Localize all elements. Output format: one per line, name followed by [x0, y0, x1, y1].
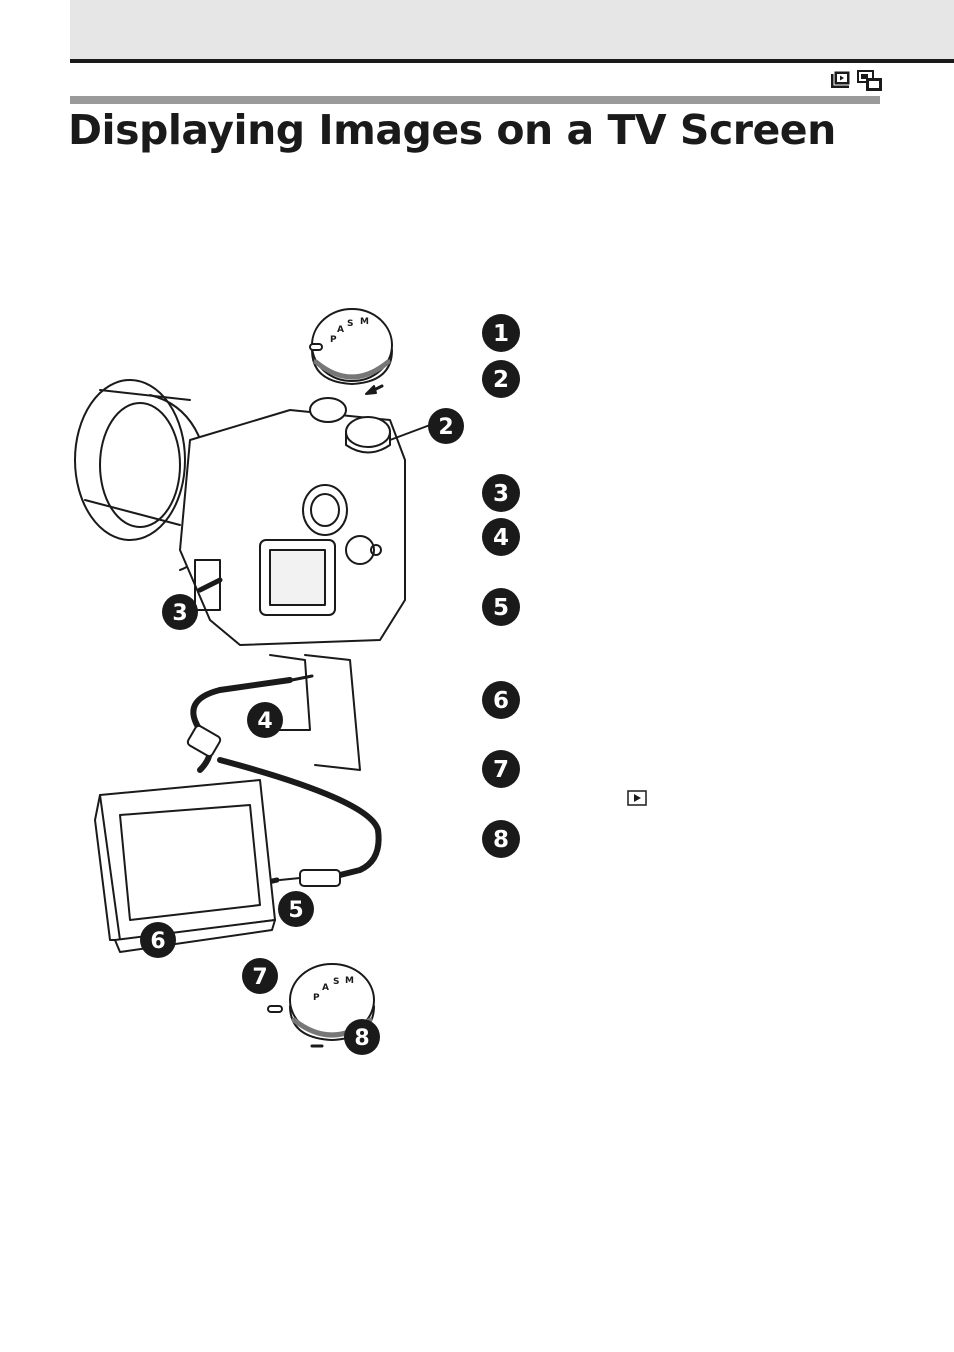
dial-label-s: S: [347, 319, 353, 329]
step-number: 2: [493, 367, 509, 393]
camera-lens: [74, 379, 211, 571]
camera-body: [179, 397, 431, 646]
dial-label-p-bottom: P: [313, 993, 320, 1003]
step-number: 6: [493, 688, 509, 714]
step-badge-4: 4: [482, 518, 520, 556]
step-number: 7: [493, 757, 509, 783]
header-rule: [70, 59, 954, 63]
dial-label-p: P: [330, 335, 337, 345]
av-cable: [186, 654, 382, 887]
svg-text:3: 3: [172, 601, 187, 626]
callout-8: 8: [344, 1019, 380, 1055]
svg-text:4: 4: [257, 709, 272, 734]
play-icon: [627, 790, 647, 806]
mode-dial-top: [309, 308, 393, 395]
header-band: [70, 0, 954, 59]
svg-text:5: 5: [288, 898, 303, 923]
callout-3: 3: [162, 594, 198, 630]
dial-label-a-bottom: A: [322, 983, 329, 993]
step-badge-1: 1: [482, 314, 520, 352]
svg-text:2: 2: [438, 415, 453, 440]
dial-label-m: M: [360, 317, 369, 327]
svg-text:6: 6: [150, 929, 165, 954]
step-badge-5: 5: [482, 588, 520, 626]
step-number: 3: [493, 481, 509, 507]
page-title: Displaying Images on a TV Screen: [68, 106, 836, 154]
callout-7: 7: [242, 958, 278, 994]
svg-text:7: 7: [252, 965, 267, 990]
mode-dial-bottom: [267, 963, 375, 1048]
step-badge-8: 8: [482, 820, 520, 858]
step-badge-3: 3: [482, 474, 520, 512]
svg-text:8: 8: [354, 1026, 369, 1051]
header-icons: [830, 70, 884, 92]
tv-set: [94, 779, 276, 953]
dial-label-m-bottom: M: [345, 976, 354, 986]
connection-illustration: M S A P M S A P 2 3 4 5: [60, 300, 480, 1070]
step-number: 4: [493, 525, 509, 551]
step-badge-2: 2: [482, 360, 520, 398]
dial-label-a: A: [337, 325, 344, 335]
playback-mode-icon: [831, 70, 851, 88]
step-badge-6: 6: [482, 681, 520, 719]
callout-2: 2: [428, 408, 464, 444]
callout-5: 5: [278, 891, 314, 927]
callout-4: 4: [247, 702, 283, 738]
dial-label-s-bottom: S: [333, 977, 339, 987]
title-rule: [70, 96, 880, 104]
step-number: 5: [493, 595, 509, 621]
tv-display-icon: [857, 70, 882, 91]
step-badge-7: 7: [482, 750, 520, 788]
callout-6: 6: [140, 922, 176, 958]
step-number: 8: [493, 827, 509, 853]
step-number: 1: [493, 321, 509, 347]
